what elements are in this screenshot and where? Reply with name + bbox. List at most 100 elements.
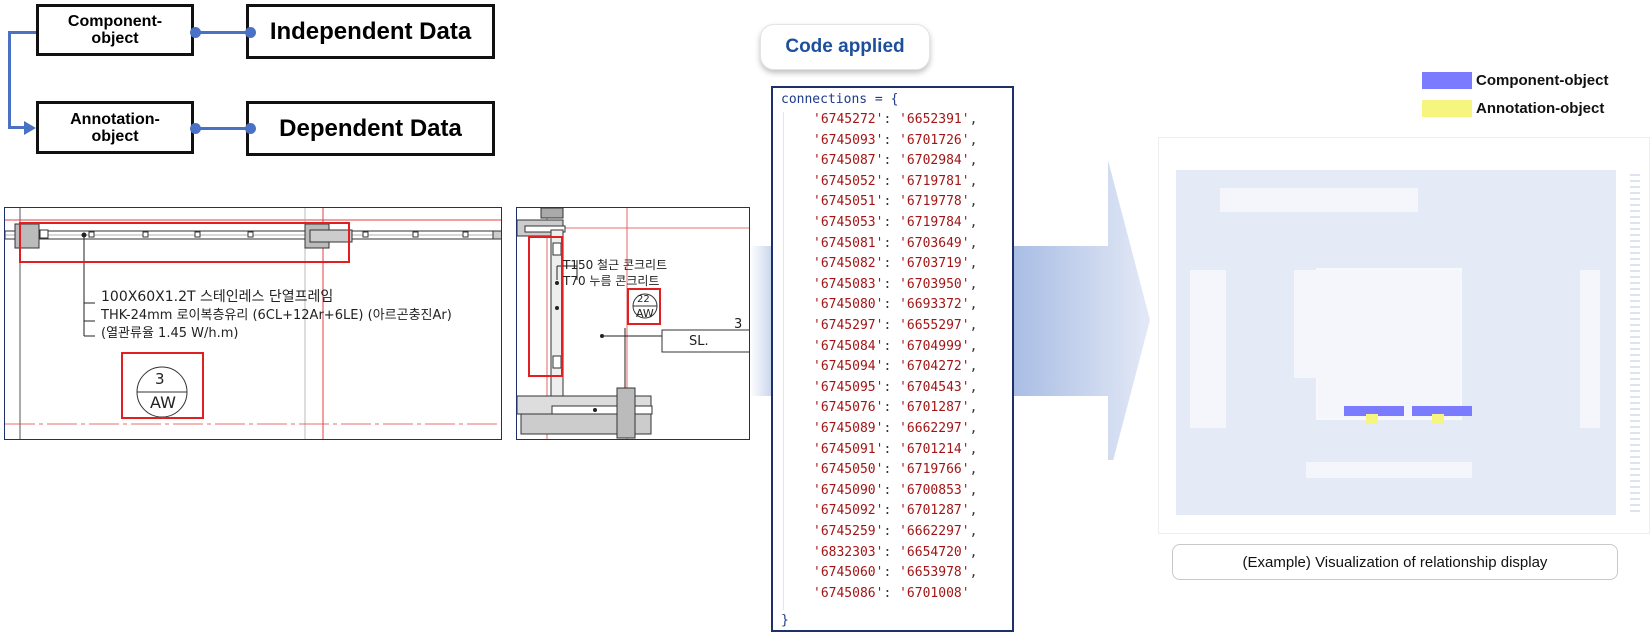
component-highlight xyxy=(528,236,563,377)
code-entry-line: '6745081': '6703649', xyxy=(813,236,977,251)
link-line-horizontal xyxy=(8,126,30,129)
ghost-block xyxy=(1342,274,1462,282)
tag-number: 22 xyxy=(637,294,650,305)
link-line-horizontal xyxy=(8,31,36,34)
connection-comma: , xyxy=(969,462,978,478)
flow-arrow-graphic xyxy=(750,160,1150,460)
code-entry-line: '6745087': '6702984', xyxy=(813,153,977,168)
connector-dot xyxy=(190,123,201,134)
connection-comma: , xyxy=(969,441,978,457)
connection-key: '6745086' xyxy=(813,585,884,601)
code-entry-line: '6745076': '6701287', xyxy=(813,400,977,415)
code-entry-line: '6745095': '6704543', xyxy=(813,380,977,395)
component-legend-label: Component-object xyxy=(1476,72,1609,89)
side-number: 3 xyxy=(734,317,743,332)
annotation-highlight xyxy=(121,352,204,419)
wall-section-drawing xyxy=(517,208,749,439)
connection-key: '6745091' xyxy=(813,441,884,457)
visualization-caption: (Example) Visualization of relationship … xyxy=(1172,544,1618,580)
code-entry-line: '6745272': '6652391', xyxy=(813,112,977,127)
connection-separator: : xyxy=(883,524,900,539)
connection-comma: , xyxy=(969,215,978,230)
annotation-object-marker xyxy=(1366,414,1378,424)
connection-value: '6719781' xyxy=(899,173,970,189)
connection-value: '6652391' xyxy=(899,112,970,127)
connection-comma: , xyxy=(969,421,978,436)
dependent-data-label: Dependent Data xyxy=(279,114,462,142)
code-entry-line: '6745259': '6662297', xyxy=(813,524,977,539)
connection-key: '6745089' xyxy=(813,421,884,436)
connection-comma: , xyxy=(969,256,978,272)
connection-value: '6653978' xyxy=(899,565,970,581)
connection-value: '6703649' xyxy=(899,235,970,251)
connection-comma: , xyxy=(969,482,978,498)
code-entry-line: '6745094': '6704272', xyxy=(813,359,977,374)
ghost-block xyxy=(1294,270,1328,378)
connection-separator: : xyxy=(883,379,900,395)
connection-key: '6745052' xyxy=(813,173,884,189)
annotation-object-label-2: object xyxy=(91,127,139,145)
connection-separator: : xyxy=(883,421,900,436)
code-entry-line: '6745090': '6700853', xyxy=(813,483,977,498)
connection-value: '6655297' xyxy=(899,318,970,333)
connection-separator: : xyxy=(883,256,900,272)
code-applied-text: Code applied xyxy=(785,36,905,57)
connection-key: '6745092' xyxy=(813,503,884,519)
connection-separator: : xyxy=(883,112,900,127)
annotation-legend-swatch xyxy=(1422,100,1472,117)
connection-value: '6704272' xyxy=(899,359,970,375)
connection-separator: : xyxy=(883,441,900,457)
connection-comma: , xyxy=(969,194,978,210)
connection-comma: , xyxy=(969,276,978,292)
drawing-panel-right: T150 철근 콘크리트 T70 누름 콘크리트 22 AW 3 SL. xyxy=(516,207,750,440)
connector-dot xyxy=(245,27,256,38)
connection-value: '6701008' xyxy=(899,585,970,601)
connection-key: '6745060' xyxy=(813,565,884,581)
connection-separator: : xyxy=(883,338,900,354)
component-object-bar xyxy=(1412,406,1472,416)
code-entry-line: '6745092': '6701287', xyxy=(813,503,977,518)
connection-comma: , xyxy=(969,379,978,395)
connection-key: '6745095' xyxy=(813,379,884,395)
connection-comma: , xyxy=(969,359,978,375)
connection-separator: : xyxy=(883,173,900,189)
connection-key: '6745051' xyxy=(813,194,884,210)
connection-key: '6745081' xyxy=(813,235,884,251)
connection-key: '6745083' xyxy=(813,276,884,292)
spec-line-2: THK-24mm 로이복층유리 (6CL+12Ar+6LE) (아르곤충진Ar) xyxy=(101,308,452,323)
ghost-block xyxy=(1306,462,1472,478)
connection-comma: , xyxy=(969,400,978,416)
drawing-panel-left: 100X60X1.2T 스테인레스 단열프레임 THK-24mm 로이복층유리 … xyxy=(4,207,502,440)
tag-code: AW xyxy=(636,307,654,320)
component-object-label-2: object xyxy=(91,30,139,47)
connection-value: '6701287' xyxy=(899,400,970,416)
connection-key: '6745090' xyxy=(813,482,884,498)
code-panel: connections = { '6745272': '6652391', '67… xyxy=(771,86,1014,632)
caption-text: (Example) Visualization of relationship … xyxy=(1242,553,1548,571)
connection-comma: , xyxy=(969,153,978,169)
connection-key: '6745259' xyxy=(813,524,884,539)
connection-comma: , xyxy=(969,132,978,148)
connection-comma: , xyxy=(969,112,978,127)
connection-separator: : xyxy=(883,544,900,560)
connection-comma: , xyxy=(969,318,978,333)
connection-key: '6745050' xyxy=(813,462,884,478)
tag-code: AW xyxy=(150,393,176,412)
connection-separator: : xyxy=(883,194,900,210)
connection-key: '6745297' xyxy=(813,318,884,333)
ghost-block xyxy=(1580,270,1600,428)
link-line-vertical xyxy=(8,31,11,129)
connection-separator: : xyxy=(883,482,900,498)
code-open: connections = { xyxy=(781,92,899,107)
component-object-bar xyxy=(1344,406,1404,416)
connection-comma: , xyxy=(969,544,978,560)
connection-value: '6704999' xyxy=(899,338,970,354)
connection-value: '6662297' xyxy=(899,524,970,539)
connection-separator: : xyxy=(883,359,900,375)
connection-comma: , xyxy=(969,235,978,251)
code-entry-line: '6745051': '6719778', xyxy=(813,194,977,209)
connection-value: '6719778' xyxy=(899,194,970,210)
connection-separator: : xyxy=(883,235,900,251)
code-entry-line: '6745084': '6704999', xyxy=(813,339,977,354)
code-entry-line: '6745050': '6719766', xyxy=(813,462,977,477)
